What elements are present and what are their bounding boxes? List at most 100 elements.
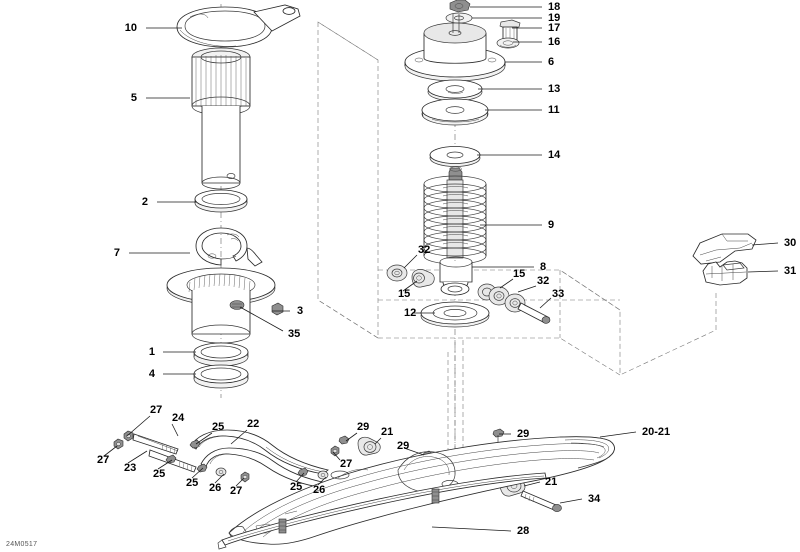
callout-number: 27 (97, 454, 109, 466)
callout-number: 16 (548, 36, 560, 48)
callout-25: 25 (153, 459, 173, 480)
callout-number: 9 (548, 219, 554, 231)
callout-26: 26 (209, 473, 225, 494)
callout-number: 27 (150, 404, 162, 416)
part-30-ski-saddle (692, 233, 757, 265)
callout-leader (499, 278, 514, 289)
drawing-id-watermark: 24M0517 (6, 541, 37, 548)
callout-leader (157, 459, 173, 470)
callout-number: 19 (548, 12, 560, 24)
callout-19: 19 (472, 12, 560, 24)
part-15-bushing-right (477, 283, 510, 306)
callout-16: 16 (513, 36, 560, 48)
part-28-ski-runner (217, 472, 547, 550)
callout-leader (539, 297, 552, 309)
callout-number: 6 (548, 56, 554, 68)
part-5-steering-spindle (191, 47, 251, 190)
callout-number: 29 (517, 428, 529, 440)
callout-number: 13 (548, 83, 560, 95)
callout-28: 28 (431, 525, 529, 537)
callout-22: 22 (230, 418, 259, 445)
part-31-ski-stopper-clip (702, 260, 748, 286)
callout-27: 27 (126, 404, 162, 437)
callout-number: 29 (397, 440, 409, 452)
callout-14: 14 (477, 149, 561, 161)
bearing-housing-assembly (166, 267, 276, 344)
callout-leader (403, 447, 425, 456)
callout-leader (103, 445, 118, 457)
callout-23: 23 (124, 450, 148, 474)
callout-number: 29 (357, 421, 369, 433)
callout-number: 25 (212, 421, 224, 433)
part-7-retaining-ring (195, 227, 263, 267)
callout-18: 18 (470, 1, 560, 13)
callout-number: 3 (297, 305, 303, 317)
callout-2: 2 (142, 196, 196, 208)
callout-number: 15 (513, 268, 525, 280)
callout-number: 27 (230, 485, 242, 497)
part-12-lower-spring-seat (420, 301, 490, 328)
callout-number: 4 (149, 368, 156, 380)
callout-6: 6 (505, 56, 554, 68)
callout-number: 17 (548, 22, 560, 34)
callout-number: 8 (540, 261, 546, 273)
callout-leader (374, 437, 382, 445)
part-33-shock-mount-pin (517, 302, 551, 324)
callout-number: 32 (537, 275, 549, 287)
callout-number: 27 (340, 458, 352, 470)
callout-1: 1 (149, 346, 196, 358)
callout-leader (214, 473, 225, 484)
callout-number: 15 (398, 288, 410, 300)
part-21-ski-bushing-a (357, 436, 381, 456)
part-22-radius-rod-upper (190, 429, 329, 475)
callout-3: 3 (272, 305, 303, 317)
callout-number: 21 (545, 476, 557, 488)
part-10-steering-arm-plate (176, 4, 301, 48)
callout-leader (559, 498, 583, 504)
callout-21: 21 (523, 476, 557, 488)
callout-21: 21 (374, 426, 393, 445)
callout-32: 32 (517, 275, 549, 293)
callout-number: 34 (588, 493, 601, 505)
callout-leader (195, 432, 213, 445)
callout-number: 10 (125, 22, 137, 34)
callout-number: 26 (313, 484, 325, 496)
callout-33: 33 (539, 288, 564, 309)
callout-leader (127, 450, 148, 464)
part-14-flat-washer (429, 146, 481, 167)
callout-17: 17 (512, 22, 560, 34)
callout-leader (523, 481, 541, 487)
callout-11: 11 (485, 104, 560, 116)
callout-number: 2 (142, 196, 148, 208)
callout-number: 5 (131, 92, 137, 104)
callout-27: 27 (332, 451, 352, 470)
callout-leader (747, 270, 779, 273)
callout-number: 25 (186, 477, 198, 489)
callout-leader (235, 477, 245, 487)
callout-9: 9 (480, 219, 554, 231)
callout-layer: 1052733514181917166131114983215153233123… (97, 1, 796, 537)
part-32-bushing-left (386, 264, 408, 282)
callout-number: 23 (124, 462, 136, 474)
callout-8: 8 (472, 261, 546, 273)
callout-24: 24 (171, 412, 185, 437)
callout-15: 15 (398, 280, 418, 300)
callout-number: 32 (418, 244, 430, 256)
callout-number: 11 (548, 104, 560, 116)
callout-number: 14 (548, 149, 561, 161)
callout-25: 25 (290, 472, 305, 493)
part-16-lock-washer (496, 37, 520, 49)
callout-number: 20-21 (642, 426, 670, 438)
callout-27: 27 (97, 445, 118, 466)
part-8-shock-absorber-body (439, 256, 473, 296)
callout-number: 1 (149, 346, 155, 358)
part-2-spacer-ring (194, 189, 248, 213)
callout-leader (332, 451, 341, 461)
callout-number: 7 (114, 247, 120, 259)
callout-number: 12 (404, 307, 416, 319)
callout-leader (402, 280, 418, 292)
callout-7: 7 (114, 247, 190, 259)
part-34-runner-retaining-rod (520, 490, 562, 512)
callout-leader (230, 429, 248, 445)
